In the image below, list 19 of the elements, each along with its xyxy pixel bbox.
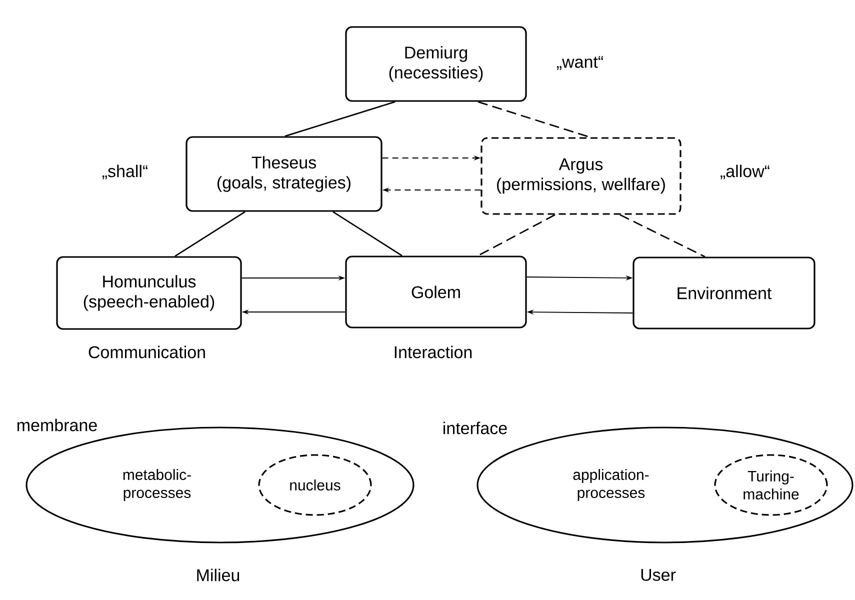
connector-line: [620, 214, 706, 258]
connector-line: [284, 101, 396, 137]
process-box: Demiurg (necessities): [345, 26, 527, 102]
process-box: Homunculus (speech-enabled): [56, 256, 242, 330]
connector-line: [478, 214, 556, 256]
process-box: Theseus (goals, strategies): [186, 136, 382, 212]
process-box: Environment: [632, 256, 816, 330]
side-label: „allow“: [720, 164, 770, 180]
connector-line: [478, 101, 590, 138]
side-label: User: [641, 569, 676, 581]
side-label: „want“: [557, 56, 603, 70]
side-label: Milieu: [197, 568, 240, 582]
connector-line: [174, 211, 246, 257]
process-box: Argus (permissions, wellfare): [480, 137, 682, 215]
process-box: Golem: [345, 256, 527, 328]
side-label: Communication: [88, 346, 205, 358]
side-label: „shall“: [102, 164, 148, 180]
connector-line: [332, 211, 402, 256]
side-label: Interaction: [394, 346, 472, 358]
